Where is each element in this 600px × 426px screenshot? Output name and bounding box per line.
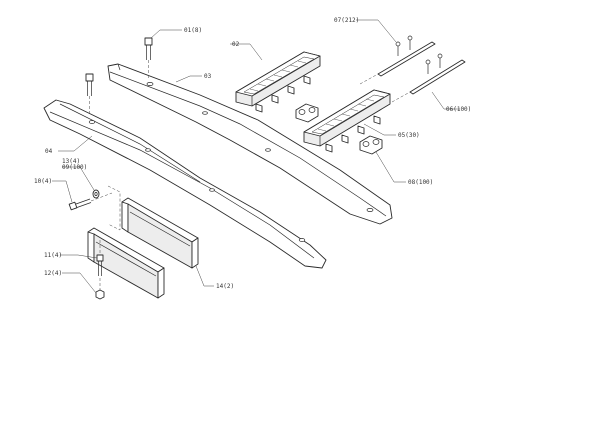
callout-06: 06(100) — [446, 106, 471, 113]
callout-11: 11(4) — [44, 252, 62, 259]
callout-09: 09(100) — [62, 164, 87, 171]
leader-lines — [52, 19, 460, 294]
grate-block-part-02 — [235, 51, 321, 113]
callout-03: 03 — [204, 73, 212, 80]
rail-part-04 — [43, 99, 327, 269]
callout-08: 08(100) — [408, 179, 433, 186]
grate-block-part-05 — [303, 89, 391, 153]
rail-hole — [146, 82, 154, 86]
rail-hole — [202, 111, 208, 115]
callout-04: 04 — [45, 148, 53, 155]
rail-hole — [298, 238, 306, 242]
rail-hole — [145, 148, 151, 152]
hidden-line — [107, 185, 121, 231]
clip-part-08 — [359, 135, 383, 155]
bolt-part-01 — [144, 37, 153, 80]
nut-part-12 — [95, 278, 105, 300]
callout-12: 12(4) — [44, 270, 62, 277]
bolt-part-10 — [68, 192, 113, 211]
callout-labels: 01(8) 02 03 04 05(30) 06(100) 07(212) 08… — [34, 17, 471, 290]
bolt-part-01 — [85, 73, 94, 116]
rail-hole — [88, 120, 96, 124]
pin-part-07 — [395, 35, 443, 74]
rod-part-06 — [359, 41, 436, 85]
callout-01: 01(8) — [184, 27, 202, 34]
rail-hole — [366, 208, 374, 212]
rail-hole — [265, 148, 271, 152]
callout-07: 07(212) — [334, 17, 359, 24]
rail-hole — [209, 188, 215, 192]
callout-14: 14(2) — [216, 283, 234, 290]
clip-part-08 — [295, 103, 319, 123]
callout-05: 05(30) — [398, 132, 420, 139]
channel-bracket-part-14 — [121, 197, 199, 269]
callout-13: 13(4) — [62, 158, 80, 165]
channel-bracket-part-14 — [87, 227, 165, 299]
washer-part-13 — [92, 189, 100, 199]
callout-10: 10(4) — [34, 178, 52, 185]
rail-part-03 — [107, 63, 393, 225]
callout-02: 02 — [232, 41, 240, 48]
rod-part-06 — [391, 59, 466, 103]
